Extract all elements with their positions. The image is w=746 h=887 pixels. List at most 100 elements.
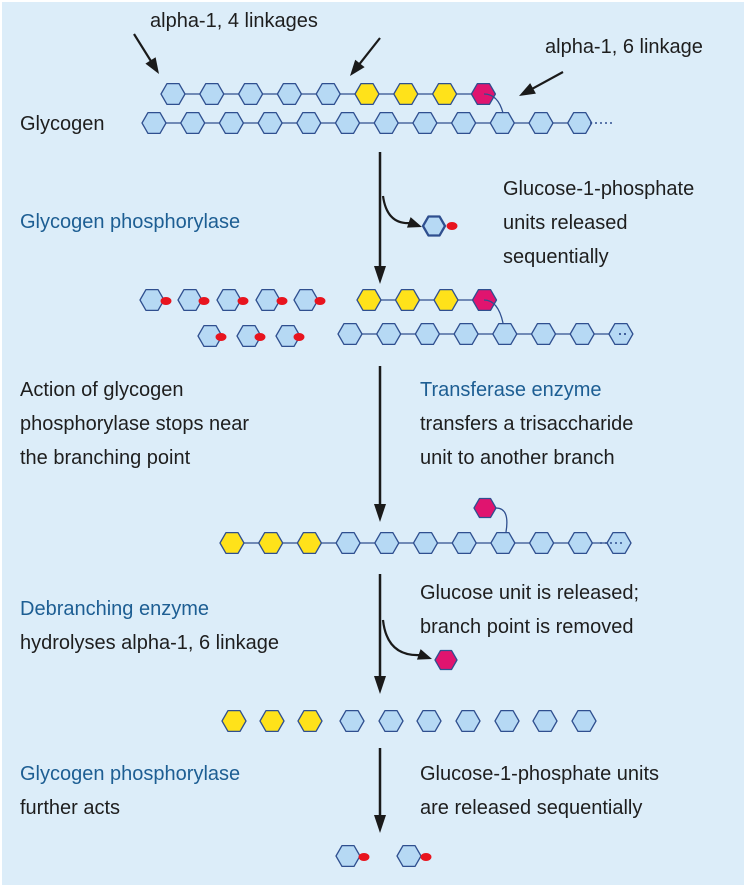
glucose-unit-icon xyxy=(489,111,515,135)
label-step2-left: Action of glycogen phosphorylase stops n… xyxy=(20,373,249,475)
phosphate-dot-icon xyxy=(215,333,227,341)
label-alpha-1-6-linkage: alpha-1, 6 linkage xyxy=(545,36,703,58)
glucose-unit-icon xyxy=(259,709,285,733)
step4-result-line2: are released sequentially xyxy=(420,797,643,819)
glucose-unit-icon xyxy=(315,82,341,106)
glucose-unit-icon xyxy=(494,709,520,733)
step1-result-line3: sequentially xyxy=(503,246,609,268)
step3-enzyme: Debranching enzyme xyxy=(20,598,209,620)
label-step1-result: Glucose-1-phosphate units released seque… xyxy=(503,172,694,274)
label-step2-right: Transferase enzyme transfers a trisaccha… xyxy=(420,373,633,475)
glucose-unit-icon xyxy=(258,531,284,555)
step2-enzyme: Transferase enzyme xyxy=(420,379,602,401)
glucose-unit-icon xyxy=(237,82,264,106)
glucose-unit-icon xyxy=(571,709,597,733)
label-glycogen: Glycogen xyxy=(20,113,105,135)
glucose-unit-icon xyxy=(296,111,322,135)
glucose-unit-icon xyxy=(339,709,365,733)
glucose-unit-icon xyxy=(139,288,165,312)
glucose-unit-icon xyxy=(470,82,497,106)
glucose-unit-icon xyxy=(216,288,242,312)
release-arrow-1-shaft xyxy=(381,195,412,225)
label-alpha-1-4-linkages: alpha-1, 4 linkages xyxy=(150,10,318,32)
glucose-unit-icon xyxy=(335,531,361,555)
glucose-unit-icon xyxy=(293,288,319,312)
label-step3-left: Debranching enzyme hydrolyses alpha-1, 6… xyxy=(20,592,279,660)
step4-result-line1: Glucose-1-phosphate units xyxy=(420,763,660,785)
glucose-unit-icon xyxy=(296,531,323,555)
phosphate-dot-icon xyxy=(254,333,266,341)
glucose-unit-icon xyxy=(606,531,632,555)
glucose-unit-icon xyxy=(334,111,361,135)
step4-desc: further acts xyxy=(20,797,121,819)
glucose-unit-icon xyxy=(255,288,281,312)
glucose-unit-icon xyxy=(276,82,303,106)
glucose-unit-icon xyxy=(177,288,203,312)
arrow-alpha-1-4-right-head xyxy=(350,59,365,76)
glucose-unit-icon xyxy=(393,82,419,106)
glucose-unit-icon xyxy=(160,82,186,106)
step2-arrow-head xyxy=(374,504,386,522)
phosphate-dot-icon xyxy=(446,222,458,230)
glucose-unit-icon xyxy=(567,111,593,135)
glucose-unit-icon xyxy=(356,288,382,312)
glucose-unit-icon xyxy=(530,322,557,346)
released-glucose-unit-icon xyxy=(434,649,458,671)
glucose-unit-icon xyxy=(218,111,245,135)
step2-left-line2: phosphorylase stops near xyxy=(20,413,250,435)
glucose-unit-icon xyxy=(335,844,361,868)
alpha-1-6-branch-link xyxy=(483,299,504,324)
phosphate-dot-icon xyxy=(237,297,249,305)
glucose-unit-icon xyxy=(490,531,516,555)
glucose-unit-icon xyxy=(450,111,477,135)
phosphate-dot-icon xyxy=(358,853,370,861)
glucose-unit-icon xyxy=(378,709,404,733)
label-step3-result: Glucose unit is released; branch point i… xyxy=(420,576,639,644)
phosphate-dot-icon xyxy=(276,297,288,305)
step2-desc-line1: transfers a trisaccharide xyxy=(420,413,634,435)
alpha-1-6-branch-link xyxy=(495,507,508,533)
glucose-unit-icon xyxy=(431,82,458,106)
step4-arrow-head xyxy=(374,815,386,833)
glucose-unit-icon xyxy=(567,531,593,555)
glucose-unit-icon xyxy=(416,709,442,733)
step2-left-line1: Action of glycogen xyxy=(20,379,184,401)
glucose-unit-icon xyxy=(412,111,438,135)
glucose-unit-icon xyxy=(433,288,459,312)
glucose-unit-icon xyxy=(141,111,167,135)
glucose-unit-icon xyxy=(337,322,363,346)
step4-enzyme: Glycogen phosphorylase xyxy=(20,763,241,785)
glucose-unit-icon xyxy=(180,111,206,135)
branch-glucose-unit-icon xyxy=(473,497,497,519)
glucose-unit-icon xyxy=(451,531,477,555)
arrow-alpha-1-6-shaft xyxy=(530,71,564,91)
glucose-unit-icon xyxy=(219,531,245,555)
glucose-unit-icon xyxy=(394,288,421,312)
glucose-unit-icon xyxy=(414,322,441,346)
glucose-unit-icon xyxy=(396,844,422,868)
phosphate-dot-icon xyxy=(198,297,210,305)
step3-result-line2: branch point is removed xyxy=(420,616,634,638)
phosphate-dot-icon xyxy=(420,853,432,861)
step3-arrow-head xyxy=(374,676,386,694)
arrow-alpha-1-6-head xyxy=(519,83,536,96)
release-arrow-2-head xyxy=(416,649,432,660)
release-arrow-1-head xyxy=(406,217,422,228)
glucose-unit-icon xyxy=(455,709,481,733)
glucose-unit-icon xyxy=(528,111,554,135)
glucose-unit-icon xyxy=(221,709,247,733)
label-step4-left: Glycogen phosphorylase further acts xyxy=(20,757,240,825)
glucose-unit-icon xyxy=(257,111,283,135)
glucose-unit-icon xyxy=(528,531,555,555)
step1-arrow-head xyxy=(374,266,386,284)
glucose-1-phosphate-icon xyxy=(421,215,447,237)
alpha-1-6-branch-link xyxy=(483,93,504,114)
step3-desc: hydrolyses alpha-1, 6 linkage xyxy=(20,632,280,654)
glucose-unit-icon xyxy=(297,709,323,733)
release-arrow-2-shaft xyxy=(381,619,422,657)
step1-result-line1: Glucose-1-phosphate xyxy=(503,178,695,200)
phosphate-dot-icon xyxy=(314,297,326,305)
label-step1-enzyme: Glycogen phosphorylase xyxy=(20,211,241,233)
glucose-unit-icon xyxy=(532,709,558,733)
